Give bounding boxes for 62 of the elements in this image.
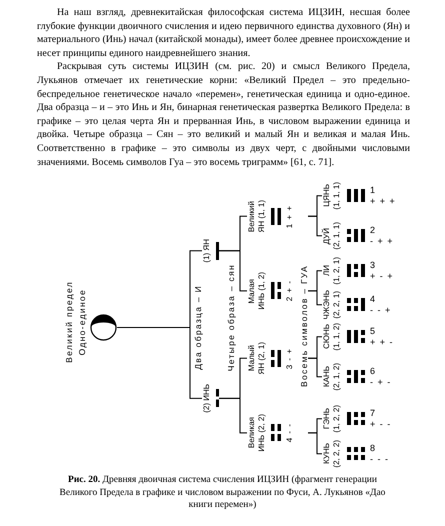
- symbol-name: ЦЯНЬ: [322, 184, 332, 208]
- sign-sequence: + + +: [370, 196, 396, 207]
- symbol-name: (1) ЯН: [202, 239, 212, 263]
- connector-line: [308, 432, 322, 454]
- column-heading: Четыре образа – сян: [226, 264, 236, 372]
- sign-sequence: 1 + +: [285, 204, 295, 228]
- node-caption: Одно-единое: [77, 288, 87, 356]
- column-heading: Два образца – И: [193, 285, 203, 370]
- symbol-name: ЯН (2, 1): [257, 342, 267, 374]
- symbol-name: Великий: [247, 200, 257, 232]
- symbol-name: (1, 2, 2): [332, 405, 342, 433]
- taiji-circle-icon: [90, 314, 117, 341]
- connector-line: [218, 250, 248, 292]
- symbol-name: КУНЬ: [322, 443, 332, 464]
- sign-sequence: - + -: [370, 376, 392, 388]
- trigram-number: 4: [370, 294, 376, 305]
- sign-sequence: + - -: [370, 418, 392, 430]
- trigram-number: 1: [370, 184, 376, 196]
- symbol-name: ЧЖЭНЬ: [322, 290, 332, 320]
- trigram-number: 2: [370, 224, 376, 236]
- symbol-name: КАНЬ: [322, 366, 332, 388]
- trigram-number: 5: [370, 326, 376, 337]
- node-caption: Великий предел: [64, 281, 74, 363]
- symbol-name: Великая: [247, 417, 257, 448]
- symbol-name: ЯН (1, 1): [257, 200, 267, 232]
- sign-sequence: 2 + -: [285, 280, 295, 302]
- figure-caption: Рис. 20. Древняя двоичная система счисления ИЦЗИН (фрагмент генерации Великого Предела в графике и числовом выражении по Фуси, А. Лукьянов «Дао книги перемен»): [58, 474, 386, 512]
- symbol-name: (2, 1, 1): [332, 222, 342, 250]
- connector-line: [218, 398, 248, 434]
- symbol-name: ИНЬ (2, 2): [257, 414, 267, 452]
- connector-line: [308, 216, 322, 236]
- symbol-name: ДУЙ: [322, 228, 332, 244]
- sign-sequence: 3 - +: [285, 348, 295, 369]
- symbol-name: (1, 1, 1): [332, 182, 342, 210]
- trigram-number: 8: [370, 442, 376, 454]
- connector-line: [116, 327, 202, 399]
- trigram-number: 3: [370, 260, 376, 271]
- symbol-name: (1, 2, 1): [332, 257, 342, 285]
- symbol-name: (2, 2, 1): [332, 290, 342, 319]
- connector-line: [308, 290, 322, 306]
- sign-sequence: 4 - -: [285, 423, 295, 442]
- sign-sequence: + + -: [370, 336, 394, 348]
- symbol-name: СЮНЬ: [322, 324, 332, 350]
- body-paragraph: Раскрывая суть системы ИЦЗИН (см. рис. 20) и смысл Великого Предела, Лукьянов отмечает их генетические корни: «Великий Предел – это предельно-беспредельное генетическое начало «перемен», генетическая единица и одно-единое. Два образца – и – это Инь и Ян, бинарная генетическая развертка Великого Предела: в графике – это целая черта Ян и прерванная Инь, в числовом выражении единица и двойка. Четыре образца – Сян – это великий и малый Ян и великая и малая Инь. Соответственно в графике – это символы из двух черт, с двойными числовыми значениями. Восемь символов Гуа – это восемь триграмм» [61, с. 71].: [37, 60, 410, 170]
- sign-sequence: - + +: [370, 236, 394, 247]
- sign-sequence: - - -: [370, 454, 389, 465]
- symbol-name: (2, 1, 2): [332, 363, 342, 391]
- symbol-name: Малая: [247, 278, 257, 304]
- column-heading: Восемь символов – ГУА: [299, 265, 309, 387]
- symbol-name: ЛИ: [322, 265, 332, 276]
- connector-line: [308, 358, 322, 378]
- body-paragraph: На наш взгляд, древнекитайская философская система ИЦЗИН, несшая более глубокие функции двоичного счисления и идею первичного единства духовного (Ян) и материального (Инь) начал (китайской монады), имеет более древнее происхождение и несет принципы единого наидревнейшего знания.: [37, 6, 410, 60]
- sign-sequence: - - +: [370, 304, 392, 316]
- symbol-name: Малый: [247, 345, 257, 372]
- symbol-name: ИНЬ (1, 2): [257, 272, 267, 310]
- symbol-name: (2) ИНЬ: [202, 384, 212, 413]
- symbol-name: ГЭНЬ: [322, 408, 332, 430]
- trigram-number: 6: [370, 366, 376, 377]
- symbol-name: (1, 1, 2): [332, 323, 342, 351]
- symbol-name: (2, 2, 2): [332, 440, 342, 468]
- trigram-number: 7: [370, 408, 376, 419]
- sign-sequence: + - +: [370, 270, 394, 282]
